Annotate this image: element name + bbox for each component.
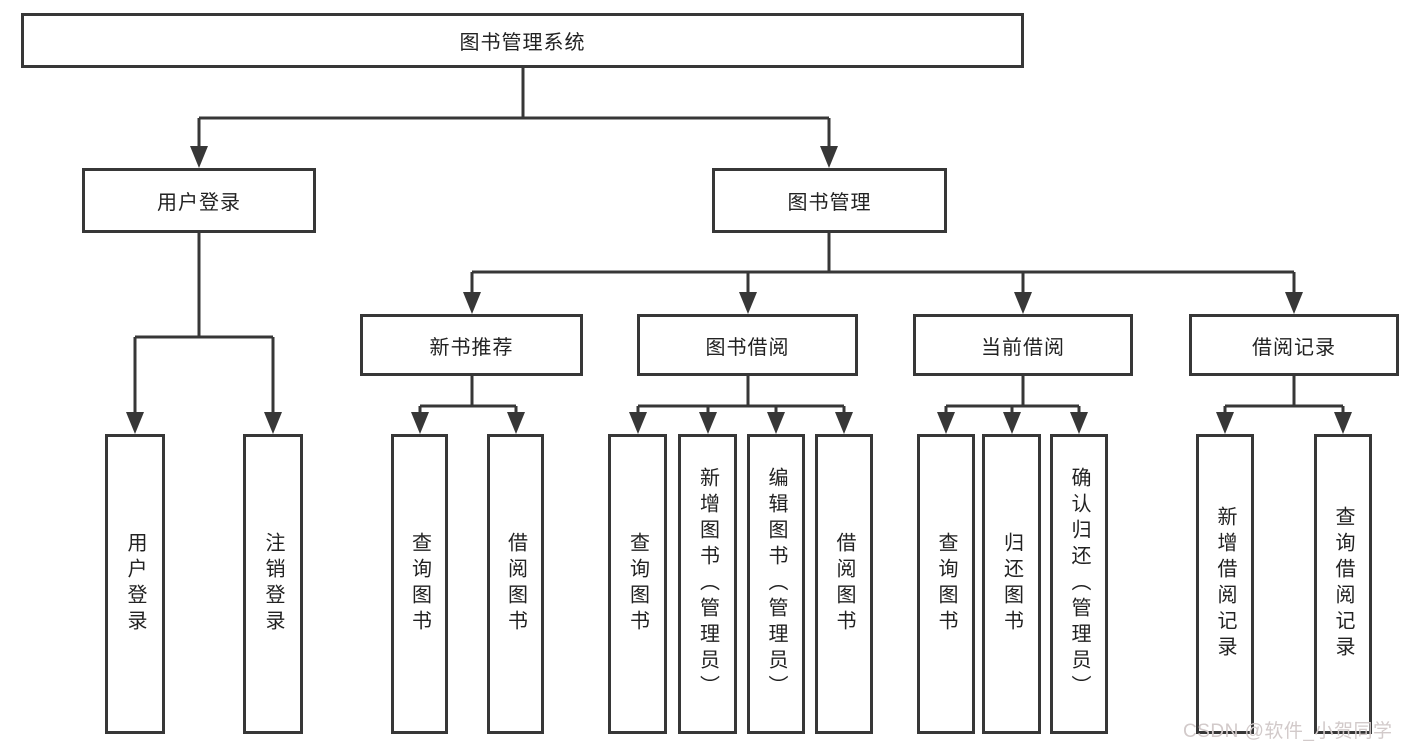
arrow-icon bbox=[937, 412, 955, 434]
arrow-icon bbox=[1334, 412, 1352, 434]
node-borrow-record: 借阅记录 bbox=[1189, 314, 1399, 376]
arrow-icon bbox=[126, 412, 144, 434]
node-current-borrow-label: 当前借阅 bbox=[981, 336, 1065, 359]
node-leaf-user-login: 用户登录 bbox=[105, 434, 165, 734]
node-leaf-edit-book: 编辑图书（管理员） bbox=[747, 434, 805, 734]
node-leaf-logout-label: 注销登录 bbox=[262, 532, 284, 636]
edge-bookmgmt-to-level3 bbox=[470, 232, 1296, 293]
node-leaf-query-book-b-label: 查询图书 bbox=[626, 532, 649, 636]
node-leaf-confirm-return: 确认归还（管理员） bbox=[1050, 434, 1108, 734]
node-leaf-confirm-return-label: 确认归还（管理员） bbox=[1068, 467, 1090, 701]
arrow-icon bbox=[264, 412, 282, 434]
node-leaf-query-record: 查询借阅记录 bbox=[1314, 434, 1372, 734]
node-book-mgmt: 图书管理 bbox=[712, 168, 947, 233]
node-leaf-return-book: 归还图书 bbox=[982, 434, 1041, 734]
node-leaf-add-book-label: 新增图书（管理员） bbox=[696, 467, 719, 701]
node-new-book-rec-label: 新书推荐 bbox=[429, 336, 514, 359]
node-current-borrow: 当前借阅 bbox=[913, 314, 1133, 376]
arrow-icon bbox=[767, 412, 785, 434]
node-leaf-borrow-book-a-label: 借阅图书 bbox=[504, 532, 527, 636]
node-leaf-user-login-label: 用户登录 bbox=[124, 532, 146, 636]
node-new-book-rec: 新书推荐 bbox=[360, 314, 583, 376]
node-root-label: 图书管理系统 bbox=[459, 32, 586, 54]
node-leaf-query-record-label: 查询借阅记录 bbox=[1332, 506, 1354, 662]
node-leaf-query-book-c: 查询图书 bbox=[917, 434, 975, 734]
edge-userlogin-to-leaves bbox=[133, 232, 275, 413]
arrowheads bbox=[126, 146, 1352, 434]
node-leaf-query-book-a-label: 查询图书 bbox=[408, 532, 431, 636]
edge-newbookrec-to-leaves bbox=[418, 375, 518, 413]
arrow-icon bbox=[507, 412, 525, 434]
arrow-icon bbox=[629, 412, 647, 434]
node-borrow-record-label: 借阅记录 bbox=[1252, 336, 1336, 359]
node-leaf-query-book-c-label: 查询图书 bbox=[935, 532, 957, 636]
node-leaf-logout: 注销登录 bbox=[243, 434, 303, 734]
arrow-icon bbox=[739, 292, 757, 314]
arrow-icon bbox=[411, 412, 429, 434]
node-book-borrow-label: 图书借阅 bbox=[705, 336, 790, 359]
arrow-icon bbox=[1014, 292, 1032, 314]
arrow-icon bbox=[1003, 412, 1021, 434]
node-leaf-borrow-book-b: 借阅图书 bbox=[815, 434, 873, 734]
arrow-icon bbox=[1216, 412, 1234, 434]
node-leaf-add-record-label: 新增借阅记录 bbox=[1214, 506, 1236, 662]
node-leaf-add-book: 新增图书（管理员） bbox=[678, 434, 737, 734]
node-leaf-return-book-label: 归还图书 bbox=[1000, 532, 1023, 636]
node-book-borrow: 图书借阅 bbox=[637, 314, 858, 376]
csdn-watermark: CSDN @软件_小贺同学 bbox=[1183, 721, 1393, 742]
arrow-icon bbox=[820, 146, 838, 168]
edge-currentborrow-to-leaves bbox=[944, 375, 1081, 413]
arrow-icon bbox=[699, 412, 717, 434]
arrow-icon bbox=[835, 412, 853, 434]
arrow-icon bbox=[463, 292, 481, 314]
node-leaf-query-book-a: 查询图书 bbox=[391, 434, 448, 734]
arrow-icon bbox=[190, 146, 208, 168]
node-leaf-borrow-book-b-label: 借阅图书 bbox=[833, 532, 855, 636]
arrow-icon bbox=[1285, 292, 1303, 314]
node-leaf-add-record: 新增借阅记录 bbox=[1196, 434, 1254, 734]
edge-bookborrow-to-leaves bbox=[636, 375, 846, 413]
node-user-login: 用户登录 bbox=[82, 168, 316, 233]
edge-borrowrecord-to-leaves bbox=[1223, 375, 1345, 413]
node-root: 图书管理系统 bbox=[21, 13, 1024, 68]
node-user-login-label: 用户登录 bbox=[157, 192, 241, 214]
node-book-mgmt-label: 图书管理 bbox=[787, 192, 872, 214]
arrow-icon bbox=[1070, 412, 1088, 434]
node-leaf-edit-book-label: 编辑图书（管理员） bbox=[765, 467, 787, 701]
node-leaf-borrow-book-a: 借阅图书 bbox=[487, 434, 544, 734]
edge-root-to-level2 bbox=[197, 67, 831, 147]
node-leaf-query-book-b: 查询图书 bbox=[608, 434, 667, 734]
